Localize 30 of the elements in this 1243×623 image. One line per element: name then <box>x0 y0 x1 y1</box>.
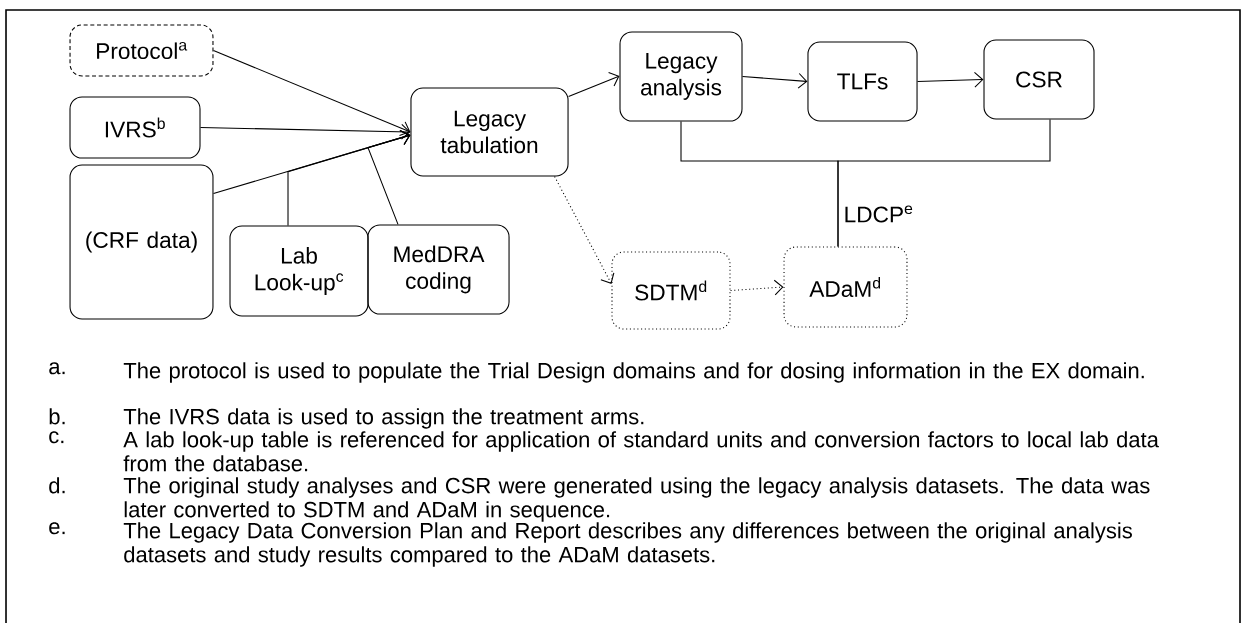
footnote-text: The Legacy Data Conversion Plan and Report describes any differences between the original analysis datasets and study results compared to the ADaM datasets. <box>123 522 1132 567</box>
process-box: Lab Look-up$^{c}$ <box>229 225 369 317</box>
process-box: MedDRA coding <box>367 224 510 315</box>
process-box: Legacy analysis <box>619 31 743 122</box>
process-box: SDTM$^{d}$ <box>611 251 731 330</box>
process-box: CSR <box>983 39 1095 120</box>
footnote-marker: a. <box>49 362 65 375</box>
footnote-marker: b. <box>49 408 65 425</box>
footnote-marker: c. <box>49 431 64 444</box>
footnote-text: The original study analyses and CSR were generated using the legacy analysis datasets. The data was later converted to SDTM and ADaM in sequence. <box>123 477 1150 522</box>
footnote-text: The IVRS data is used to assign the treatment arms. <box>123 408 644 429</box>
arrow <box>212 49 411 136</box>
arrow <box>367 129 411 225</box>
arrow <box>730 279 784 296</box>
edge-label: LDCP$^{e}$ <box>845 205 913 223</box>
footnote-marker: e. <box>49 522 65 535</box>
process-box: ADaM$^{d}$ <box>783 246 908 328</box>
arrow <box>568 71 620 97</box>
process-box: Protocol$^{a}$ <box>69 24 214 77</box>
footnote-text: A lab look-up table is referenced for application of standard units and conversion factors to local lab data from the database. <box>123 431 1159 472</box>
arrow <box>742 72 808 89</box>
process-box: IVRS$^{b}$ <box>69 96 201 159</box>
arrow <box>917 71 984 88</box>
process-box: Legacy tabulation <box>410 87 569 177</box>
footnote-marker: d. <box>49 477 65 494</box>
arrow <box>554 176 615 284</box>
process-box: TLFs <box>807 41 918 122</box>
process-box: (CRF data) <box>69 164 214 320</box>
arrow <box>200 123 411 140</box>
footnote-text: The protocol is used to populate the Trial Design domains and for dosing information in the EX domain. <box>123 362 1144 383</box>
